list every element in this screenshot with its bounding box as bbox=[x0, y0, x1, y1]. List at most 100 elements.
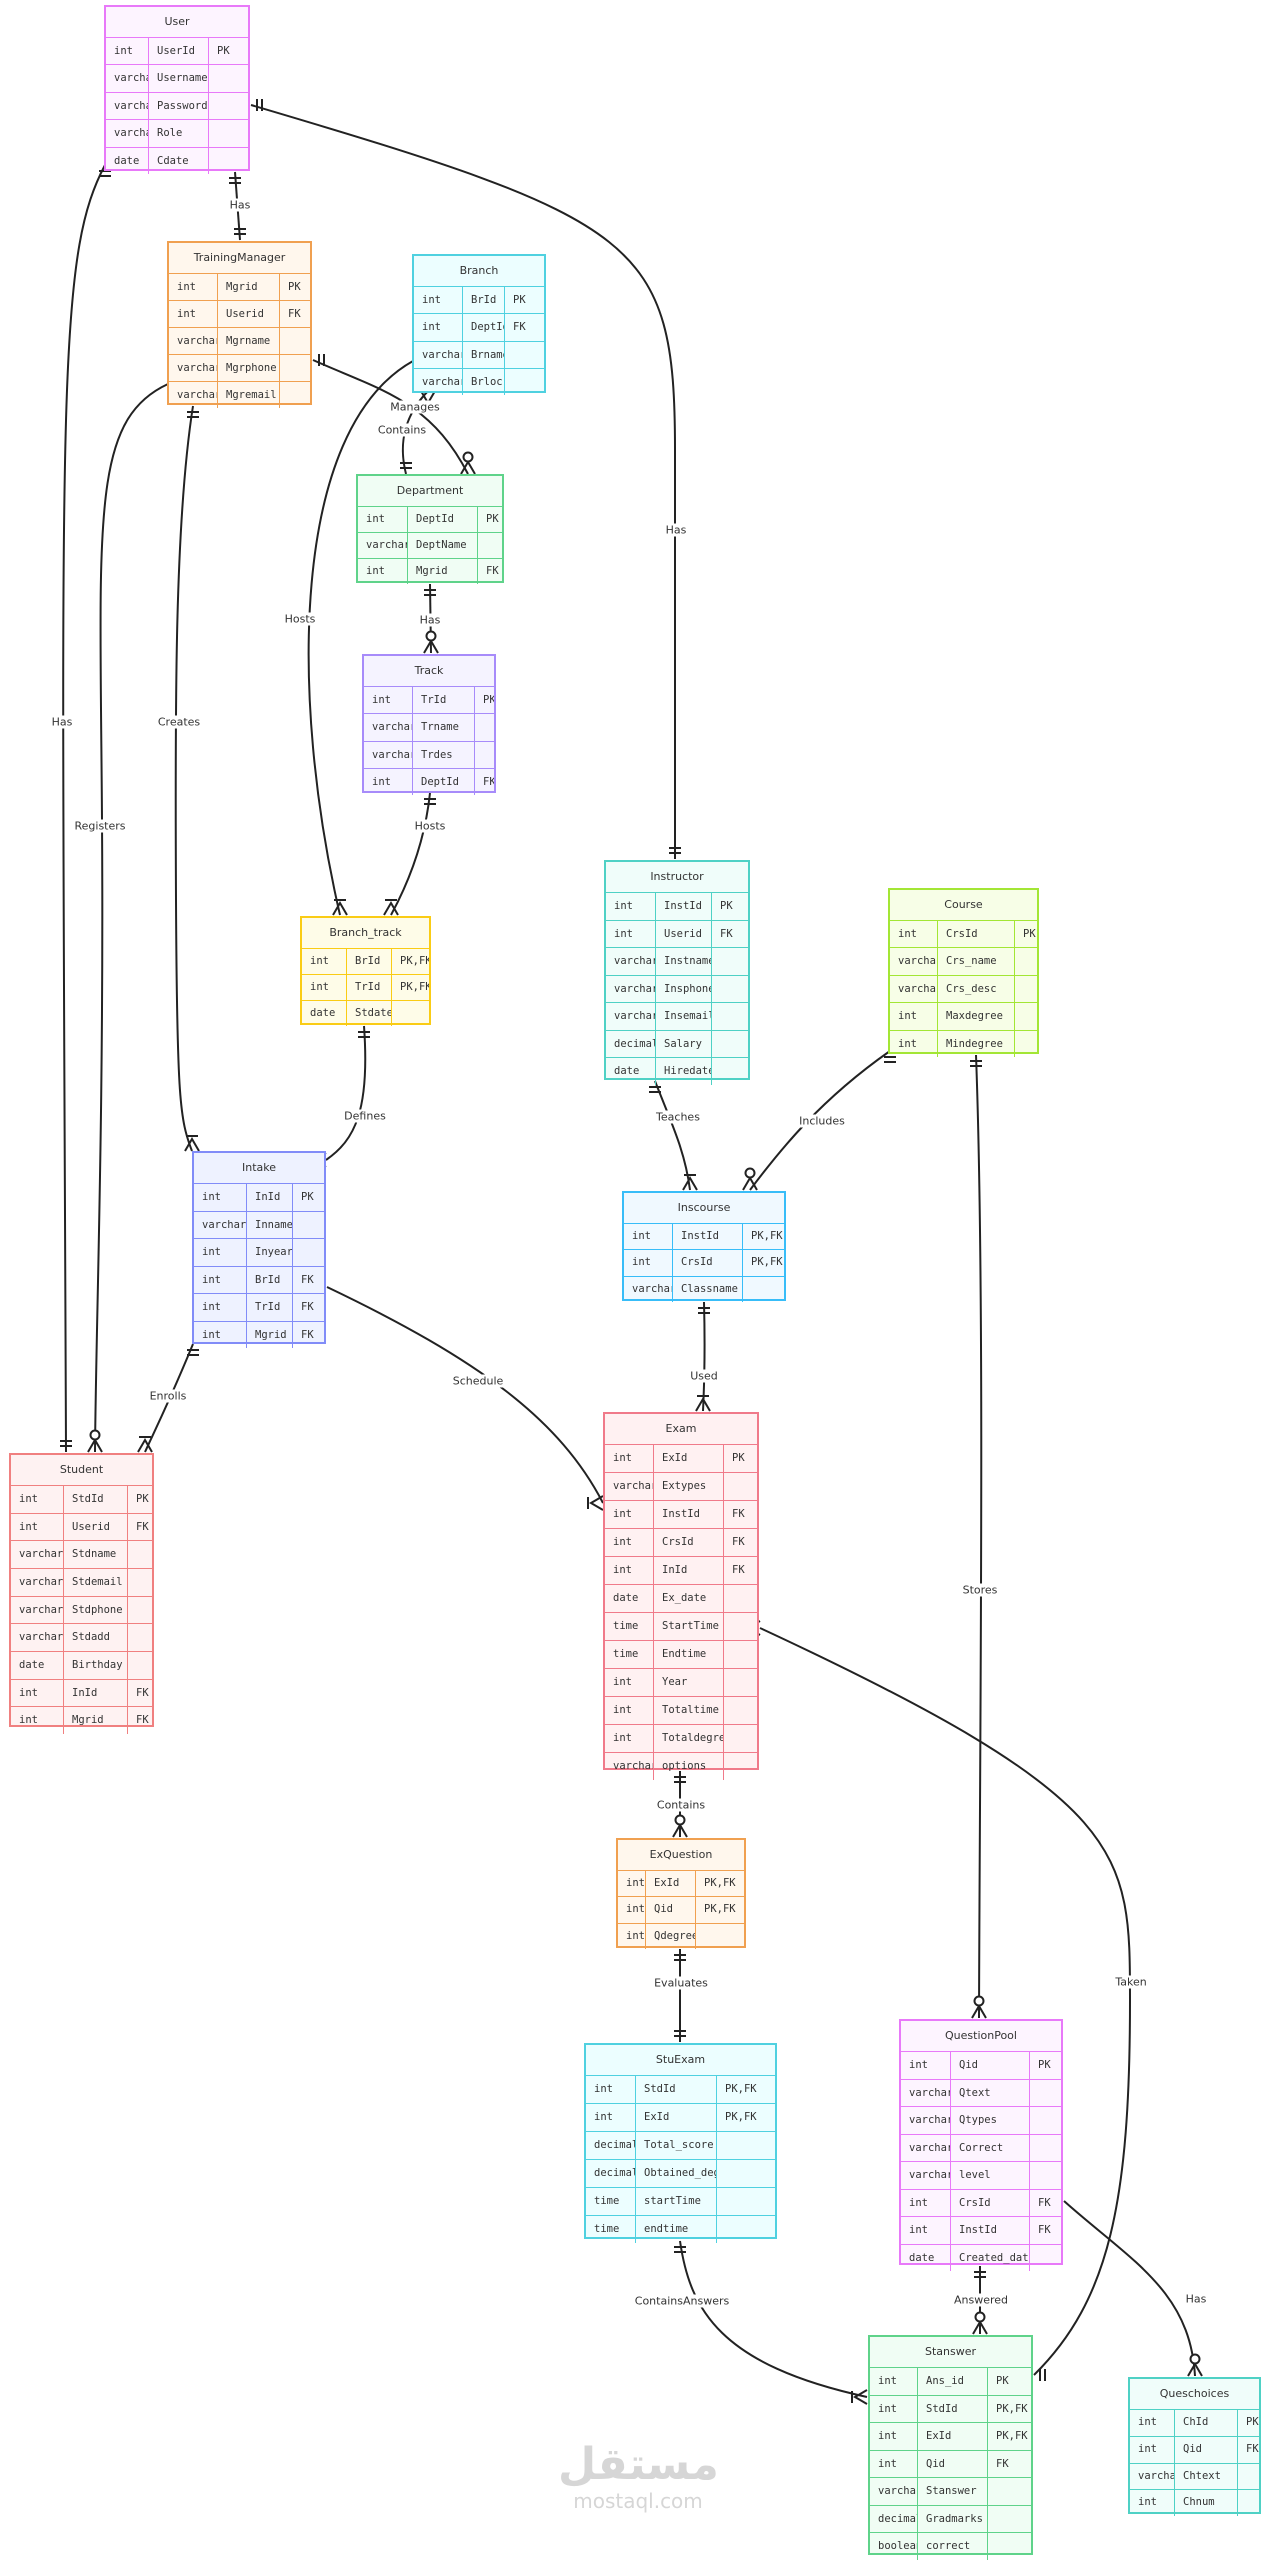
attribute-name: TrId bbox=[246, 1294, 292, 1321]
attribute-key bbox=[1029, 2134, 1061, 2161]
attribute-type: int bbox=[310, 981, 329, 993]
edge-r-tm-intake bbox=[174, 405, 194, 1152]
attribute-name: StdId bbox=[917, 2395, 987, 2423]
attribute-key bbox=[292, 1211, 324, 1238]
edge-r-inscourse-exam bbox=[702, 1301, 706, 1412]
attribute-key: PK bbox=[208, 38, 248, 65]
attribute-type: int bbox=[1138, 2496, 1157, 2509]
attribute-name: Qtypes bbox=[950, 2107, 1029, 2134]
attribute-type: int bbox=[626, 1903, 645, 1916]
attribute-name: Crs_desc bbox=[937, 975, 1014, 1003]
attribute-type: int bbox=[613, 1564, 632, 1576]
attribute-type: int bbox=[613, 1536, 632, 1548]
attribute-key bbox=[127, 1568, 152, 1596]
attribute-name: InId bbox=[246, 1184, 292, 1211]
attribute-name: Endtime bbox=[653, 1641, 723, 1668]
attribute-type: time bbox=[613, 1648, 639, 1660]
attribute-key: FK bbox=[987, 2450, 1031, 2478]
one-many-marker bbox=[184, 1135, 200, 1152]
attribute-name: InstId bbox=[672, 1224, 742, 1250]
entity-title: Exam bbox=[665, 1422, 697, 1435]
one-marker bbox=[60, 1440, 72, 1447]
attribute-key: PK bbox=[477, 507, 502, 532]
attribute-name: Obtained_degree bbox=[635, 2160, 716, 2187]
attribute-type: int bbox=[878, 2430, 897, 2443]
one-marker bbox=[884, 1056, 896, 1063]
entity-user[interactable]: UserintUserIdPKvarcharUsernamevarcharPas… bbox=[104, 5, 250, 174]
attribute-type: varchar bbox=[632, 1282, 672, 1295]
one-many-marker bbox=[851, 2389, 868, 2405]
attribute-name: Totaltime bbox=[653, 1697, 723, 1724]
attribute-name: ExId bbox=[917, 2423, 987, 2450]
attribute-name: CrsId bbox=[937, 921, 1014, 948]
entity-track[interactable]: TrackintTrIdPKvarcharTrnamevarcharTrdesi… bbox=[362, 654, 496, 795]
entity-course[interactable]: CourseintCrsIdPKvarcharCrs_namevarcharCr… bbox=[888, 888, 1039, 1057]
attribute-type: decimal bbox=[614, 1037, 655, 1050]
attribute-key bbox=[1029, 2107, 1061, 2134]
attribute-key: PK bbox=[127, 1486, 152, 1513]
attribute-type: int bbox=[422, 294, 441, 306]
attribute-type: int bbox=[909, 2224, 928, 2236]
zero-many-marker bbox=[1187, 2353, 1203, 2377]
edge-r-user-student bbox=[62, 164, 106, 1453]
attribute-type: boolean bbox=[878, 2540, 917, 2553]
attribute-name: DeptName bbox=[407, 533, 477, 558]
attribute-name: Qdegree bbox=[645, 1923, 695, 1949]
attribute-type: varchar bbox=[19, 1575, 63, 1588]
attribute-type: varchar bbox=[614, 1010, 655, 1023]
one-marker bbox=[424, 589, 436, 596]
relationship-label: ContainsAnswers bbox=[631, 2294, 733, 2308]
attribute-row: varcharRole bbox=[106, 119, 248, 147]
attribute-row: varcharCrs_name bbox=[890, 947, 1037, 975]
entity-title: Queschoices bbox=[1159, 2387, 1230, 2400]
entity-queschoices[interactable]: QueschoicesintChIdPKintQidFKvarcharChtex… bbox=[1128, 2377, 1261, 2516]
attribute-key bbox=[742, 1276, 784, 1302]
attribute-key: PK,FK bbox=[987, 2395, 1031, 2423]
attribute-type: date bbox=[114, 154, 140, 167]
watermark-arabic: مستقل bbox=[558, 2439, 719, 2490]
attribute-type: int bbox=[202, 1191, 221, 1203]
attribute-type: varchar bbox=[19, 1603, 63, 1616]
attribute-key: PK bbox=[711, 893, 748, 920]
entity-branch[interactable]: BranchintBrIdPKintDeptIdFKvarcharBrnamev… bbox=[412, 254, 546, 395]
attribute-name: Inyear bbox=[246, 1239, 292, 1266]
attribute-type: int bbox=[594, 2083, 613, 2095]
edge-r-tm-student bbox=[94, 383, 169, 1453]
attribute-type: decimal bbox=[594, 2139, 635, 2151]
entity-title: User bbox=[164, 15, 190, 28]
entity-title: Course bbox=[944, 898, 983, 911]
attribute-key bbox=[504, 368, 544, 395]
relationship-label: Registers bbox=[71, 819, 129, 833]
attribute-key bbox=[208, 120, 248, 147]
attribute-name: ExId bbox=[653, 1445, 723, 1472]
relationship-label: Answered bbox=[950, 2293, 1012, 2307]
attribute-name: Created_date bbox=[950, 2244, 1029, 2271]
attribute-row: time Endtime bbox=[605, 1640, 757, 1668]
